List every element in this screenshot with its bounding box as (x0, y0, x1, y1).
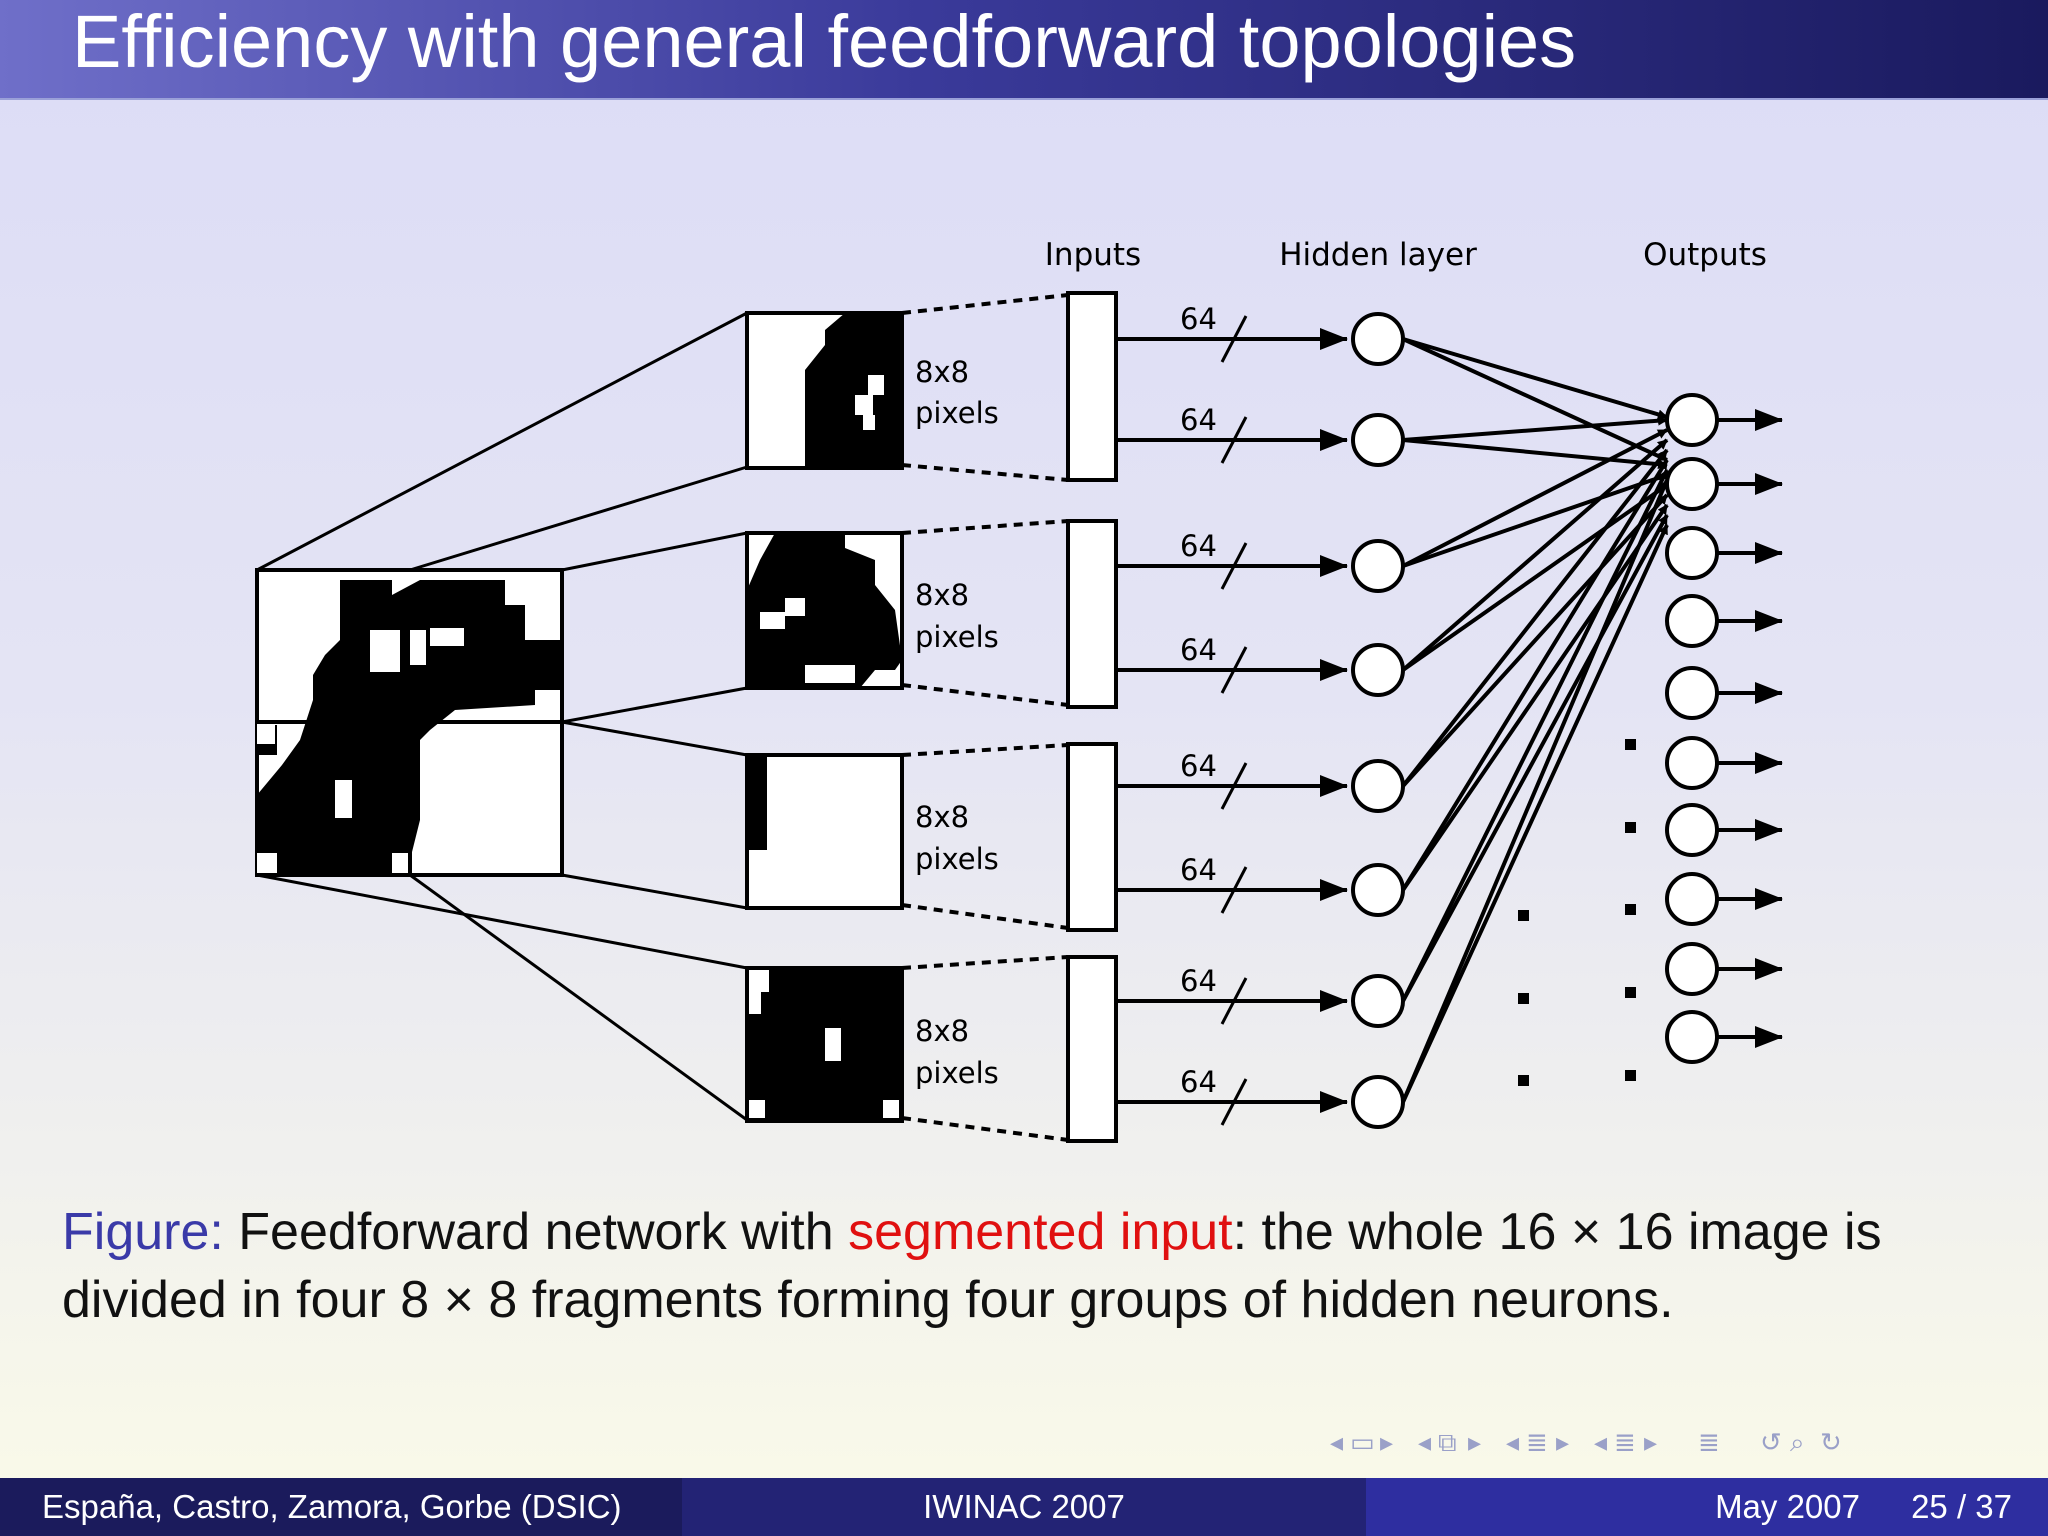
hidden-neuron (1351, 312, 1405, 366)
connection-count-label: 64 (1180, 964, 1217, 998)
hidden-neuron (1351, 974, 1405, 1028)
footer-center: IWINAC 2007 (682, 1478, 1366, 1536)
output-neuron (1665, 942, 1719, 996)
slides-icon[interactable]: ⧉ (1438, 1428, 1457, 1458)
subsection-icon[interactable]: ≣ (1614, 1428, 1636, 1458)
fragment-3-label-line1: 8x8 (915, 800, 969, 834)
slide-title: Efficiency with general feedforward topo… (72, 0, 1577, 83)
footer-conference: IWINAC 2007 (923, 1488, 1125, 1525)
toc-icon[interactable]: ≣ (1698, 1428, 1720, 1458)
fragment-1-label-line1: 8x8 (915, 355, 969, 389)
hidden-neuron (1351, 643, 1405, 697)
output-neuron (1665, 526, 1719, 580)
figure-caption: Figure: Feedforward network with segment… (62, 1198, 2002, 1334)
nav-next-arrow-icon[interactable]: ▸ (1556, 1428, 1570, 1458)
whole-image (255, 568, 564, 877)
caption-text-after: : the whole 16 × 16 image is divided in … (62, 1203, 1882, 1329)
output-neurons (1665, 393, 1719, 1064)
caption-emphasis: segmented input (848, 1203, 1233, 1261)
footer-left: España, Castro, Zamora, Gorbe (DSIC) (0, 1478, 682, 1536)
redo-icon[interactable]: ↻ (1820, 1428, 1842, 1458)
connection-count-label: 64 (1180, 403, 1217, 437)
output-neuron (1665, 872, 1719, 926)
hidden-layer-column-label: Hidden layer (1279, 237, 1477, 273)
connection-count-label: 64 (1180, 749, 1217, 783)
hidden-to-output-links (1401, 337, 1669, 1103)
connection-count-label: 64 (1180, 633, 1217, 667)
connection-count-label: 64 (1180, 529, 1217, 563)
slide-footer: España, Castro, Zamora, Gorbe (DSIC) IWI… (0, 1478, 2048, 1536)
caption-text-before: Feedforward network with (223, 1203, 849, 1261)
nav-prev-arrow-icon[interactable]: ◂ (1330, 1428, 1344, 1458)
inputs-column-label: Inputs (1045, 237, 1141, 273)
input-to-hidden-links (1116, 328, 1348, 1113)
section-icon[interactable]: ≣ (1526, 1428, 1548, 1458)
fragment-links (256, 311, 748, 1122)
footer-date: May 2007 (1715, 1488, 1860, 1525)
connection-count-label: 64 (1180, 302, 1217, 336)
input-block-4 (1066, 955, 1118, 1143)
output-neuron (1665, 457, 1719, 511)
nav-next-arrow-icon[interactable]: ▸ (1644, 1428, 1658, 1458)
connection-count-labels: 64 64 64 64 64 64 64 64 (1180, 302, 1217, 1099)
frame-icon[interactable]: ▭ (1350, 1428, 1375, 1458)
fragment-1: 8x8 pixels (745, 311, 999, 470)
input-block-3 (1066, 742, 1118, 932)
undo-icon[interactable]: ↺ (1760, 1428, 1782, 1458)
nav-prev-arrow-icon[interactable]: ◂ (1506, 1428, 1520, 1458)
caption-label: Figure: (62, 1203, 224, 1261)
nav-prev-arrow-icon[interactable]: ◂ (1418, 1428, 1432, 1458)
fragment-3: 8x8 pixels (745, 753, 999, 910)
nav-prev-arrow-icon[interactable]: ◂ (1594, 1428, 1608, 1458)
output-neuron (1665, 666, 1719, 720)
hidden-neuron (1351, 759, 1405, 813)
hidden-neuron (1351, 863, 1405, 917)
output-neuron (1665, 736, 1719, 790)
output-neuron (1665, 803, 1719, 857)
hidden-neuron (1351, 539, 1405, 593)
connection-count-label: 64 (1180, 853, 1217, 887)
hidden-neuron (1351, 413, 1405, 467)
output-neuron (1665, 393, 1719, 447)
slide-header: Efficiency with general feedforward topo… (0, 0, 2048, 100)
hidden-neurons (1351, 312, 1405, 1129)
input-block-2 (1066, 519, 1118, 709)
input-block-1 (1066, 291, 1118, 482)
fragment-3-label-line2: pixels (915, 842, 999, 876)
fragment-to-input-dashes (901, 293, 1069, 1142)
search-icon[interactable]: ⌕ (1790, 1428, 1805, 1458)
footer-right: May 2007 25 / 37 (1366, 1478, 2048, 1536)
fragment-2-label-line1: 8x8 (915, 578, 969, 612)
bundle-slashes (1220, 315, 1248, 1126)
ellipsis-dots (1518, 739, 1636, 1086)
footer-authors: España, Castro, Zamora, Gorbe (DSIC) (42, 1488, 622, 1525)
fragment-2-label-line2: pixels (915, 620, 999, 654)
fragment-2: 8x8 pixels (745, 531, 999, 690)
fragment-4-label-line1: 8x8 (915, 1014, 969, 1048)
footer-page-number: 25 / 37 (1911, 1488, 2012, 1525)
beamer-navigation-bar: ◂ ▭ ▸ ◂ ⧉ ▸ ◂ ≣ ▸ ◂ ≣ ▸ ≣ ↺ ⌕ ↻ (1330, 1428, 2040, 1468)
fragment-4: 8x8 pixels (745, 966, 999, 1123)
connection-count-label: 64 (1180, 1065, 1217, 1099)
hidden-neuron (1351, 1075, 1405, 1129)
output-neuron (1665, 594, 1719, 648)
nav-next-arrow-icon[interactable]: ▸ (1380, 1428, 1394, 1458)
outputs-column-label: Outputs (1643, 237, 1767, 273)
output-arrows (1717, 409, 1783, 1048)
output-neuron (1665, 1010, 1719, 1064)
nav-next-arrow-icon[interactable]: ▸ (1468, 1428, 1482, 1458)
fragment-1-label-line2: pixels (915, 396, 999, 430)
fragment-4-label-line2: pixels (915, 1056, 999, 1090)
input-blocks (1066, 291, 1118, 1143)
